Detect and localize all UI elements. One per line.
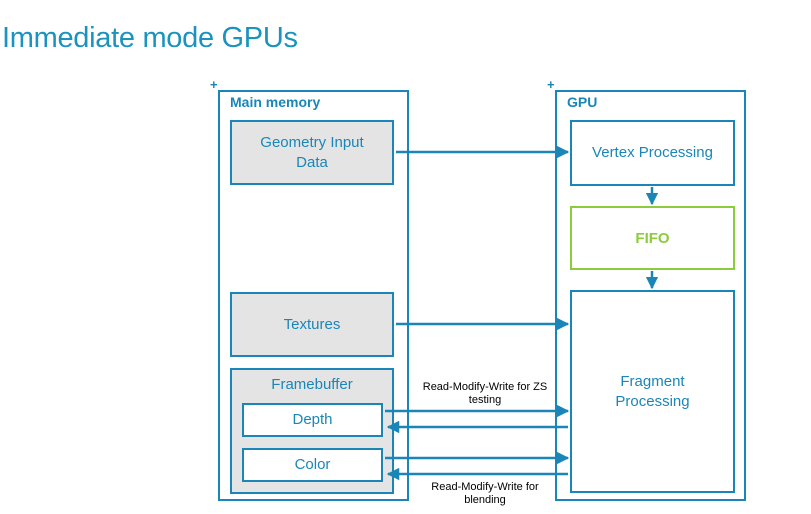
- geometry-input-data-box: Geometry Input Data: [230, 120, 394, 185]
- fragment-processing-label: Fragment Processing: [615, 372, 690, 410]
- blending-note: Read-Modify-Write for blending: [431, 481, 539, 506]
- corner-marker-icon: +: [547, 77, 555, 92]
- geometry-input-data-label: Geometry Input Data: [260, 133, 364, 171]
- color-label: Color: [294, 456, 331, 473]
- fifo-label: FIFO: [635, 229, 670, 247]
- main-memory-container: [218, 90, 409, 501]
- gpu-container: [555, 90, 746, 501]
- zs-testing-note: Read-Modify-Write for ZS testing: [422, 381, 548, 406]
- color-box: Color: [242, 448, 383, 482]
- framebuffer-label: Framebuffer: [271, 376, 353, 393]
- corner-marker-icon: +: [210, 77, 218, 92]
- fragment-processing-box: Fragment Processing: [570, 290, 735, 493]
- gpu-label: GPU: [567, 94, 598, 110]
- vertex-processing-label: Vertex Processing: [592, 144, 713, 161]
- textures-box: Textures: [230, 292, 394, 357]
- textures-label: Textures: [283, 315, 341, 333]
- vertex-processing-box: Vertex Processing: [570, 120, 735, 186]
- fifo-box: FIFO: [570, 206, 735, 270]
- page-title: Immediate mode GPUs: [2, 22, 298, 54]
- main-memory-label: Main memory: [230, 94, 321, 110]
- depth-box: Depth: [242, 403, 383, 437]
- depth-label: Depth: [292, 411, 333, 428]
